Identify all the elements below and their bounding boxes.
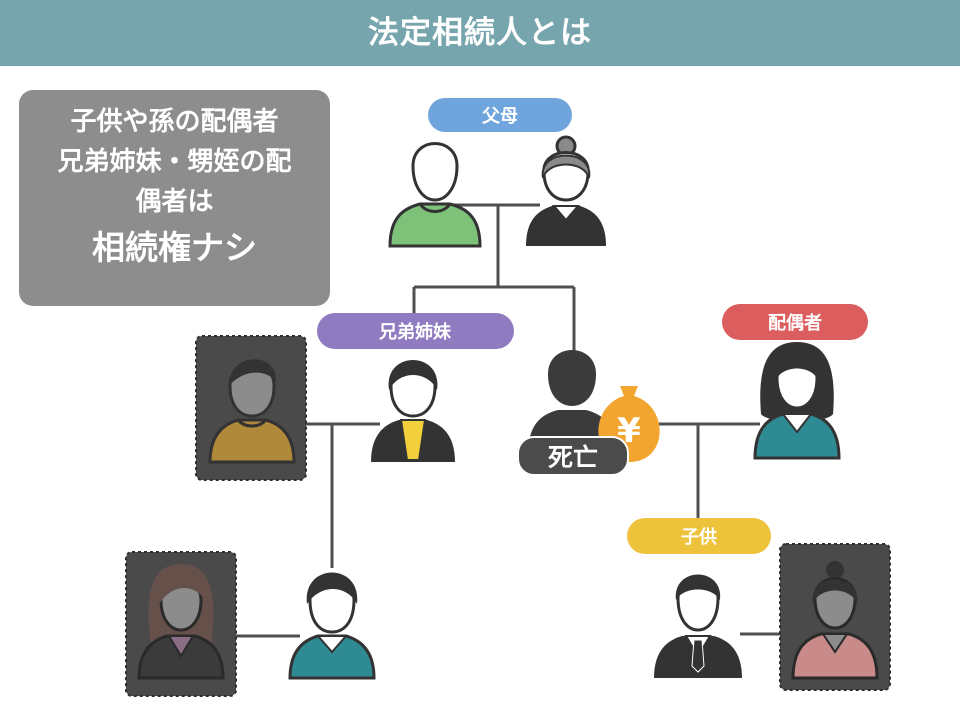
children-label: 子供 — [627, 518, 771, 554]
father-figure — [388, 142, 482, 248]
parents-label: 父母 — [428, 98, 572, 132]
parents-label-text: 父母 — [482, 106, 518, 127]
child-figure — [654, 574, 742, 678]
sibling-spouse-card — [195, 335, 307, 481]
child-spouse-card — [779, 543, 891, 691]
nephew-spouse-card — [125, 551, 237, 697]
note-emphasis: 相続権ナシ — [92, 228, 257, 267]
page-title: 法定相続人とは — [368, 15, 592, 51]
spouse-label-text: 配偶者 — [768, 312, 822, 334]
spouse-figure — [753, 342, 841, 460]
siblings-label-text: 兄弟姉妹 — [378, 321, 452, 343]
connector-lines — [232, 203, 790, 638]
siblings-label: 兄弟姉妹 — [317, 313, 514, 349]
note-line-3: 偶者は — [135, 187, 214, 217]
deceased-label: 死亡 — [517, 436, 629, 476]
note-box: 子供や孫の配偶者 兄弟姉妹・甥姪の配 偶者は 相続権ナシ — [19, 90, 330, 306]
spouse-label: 配偶者 — [722, 304, 868, 340]
deceased-label-text: 死亡 — [548, 443, 598, 472]
header-bar: 法定相続人とは — [0, 0, 960, 66]
note-line-2: 兄弟姉妹・甥姪の配 — [57, 147, 292, 177]
sibling-figure — [371, 360, 455, 462]
note-line-1: 子供や孫の配偶者 — [70, 107, 279, 137]
mother-figure — [526, 135, 606, 246]
nephew-figure — [288, 572, 376, 680]
children-label-text: 子供 — [681, 526, 717, 548]
